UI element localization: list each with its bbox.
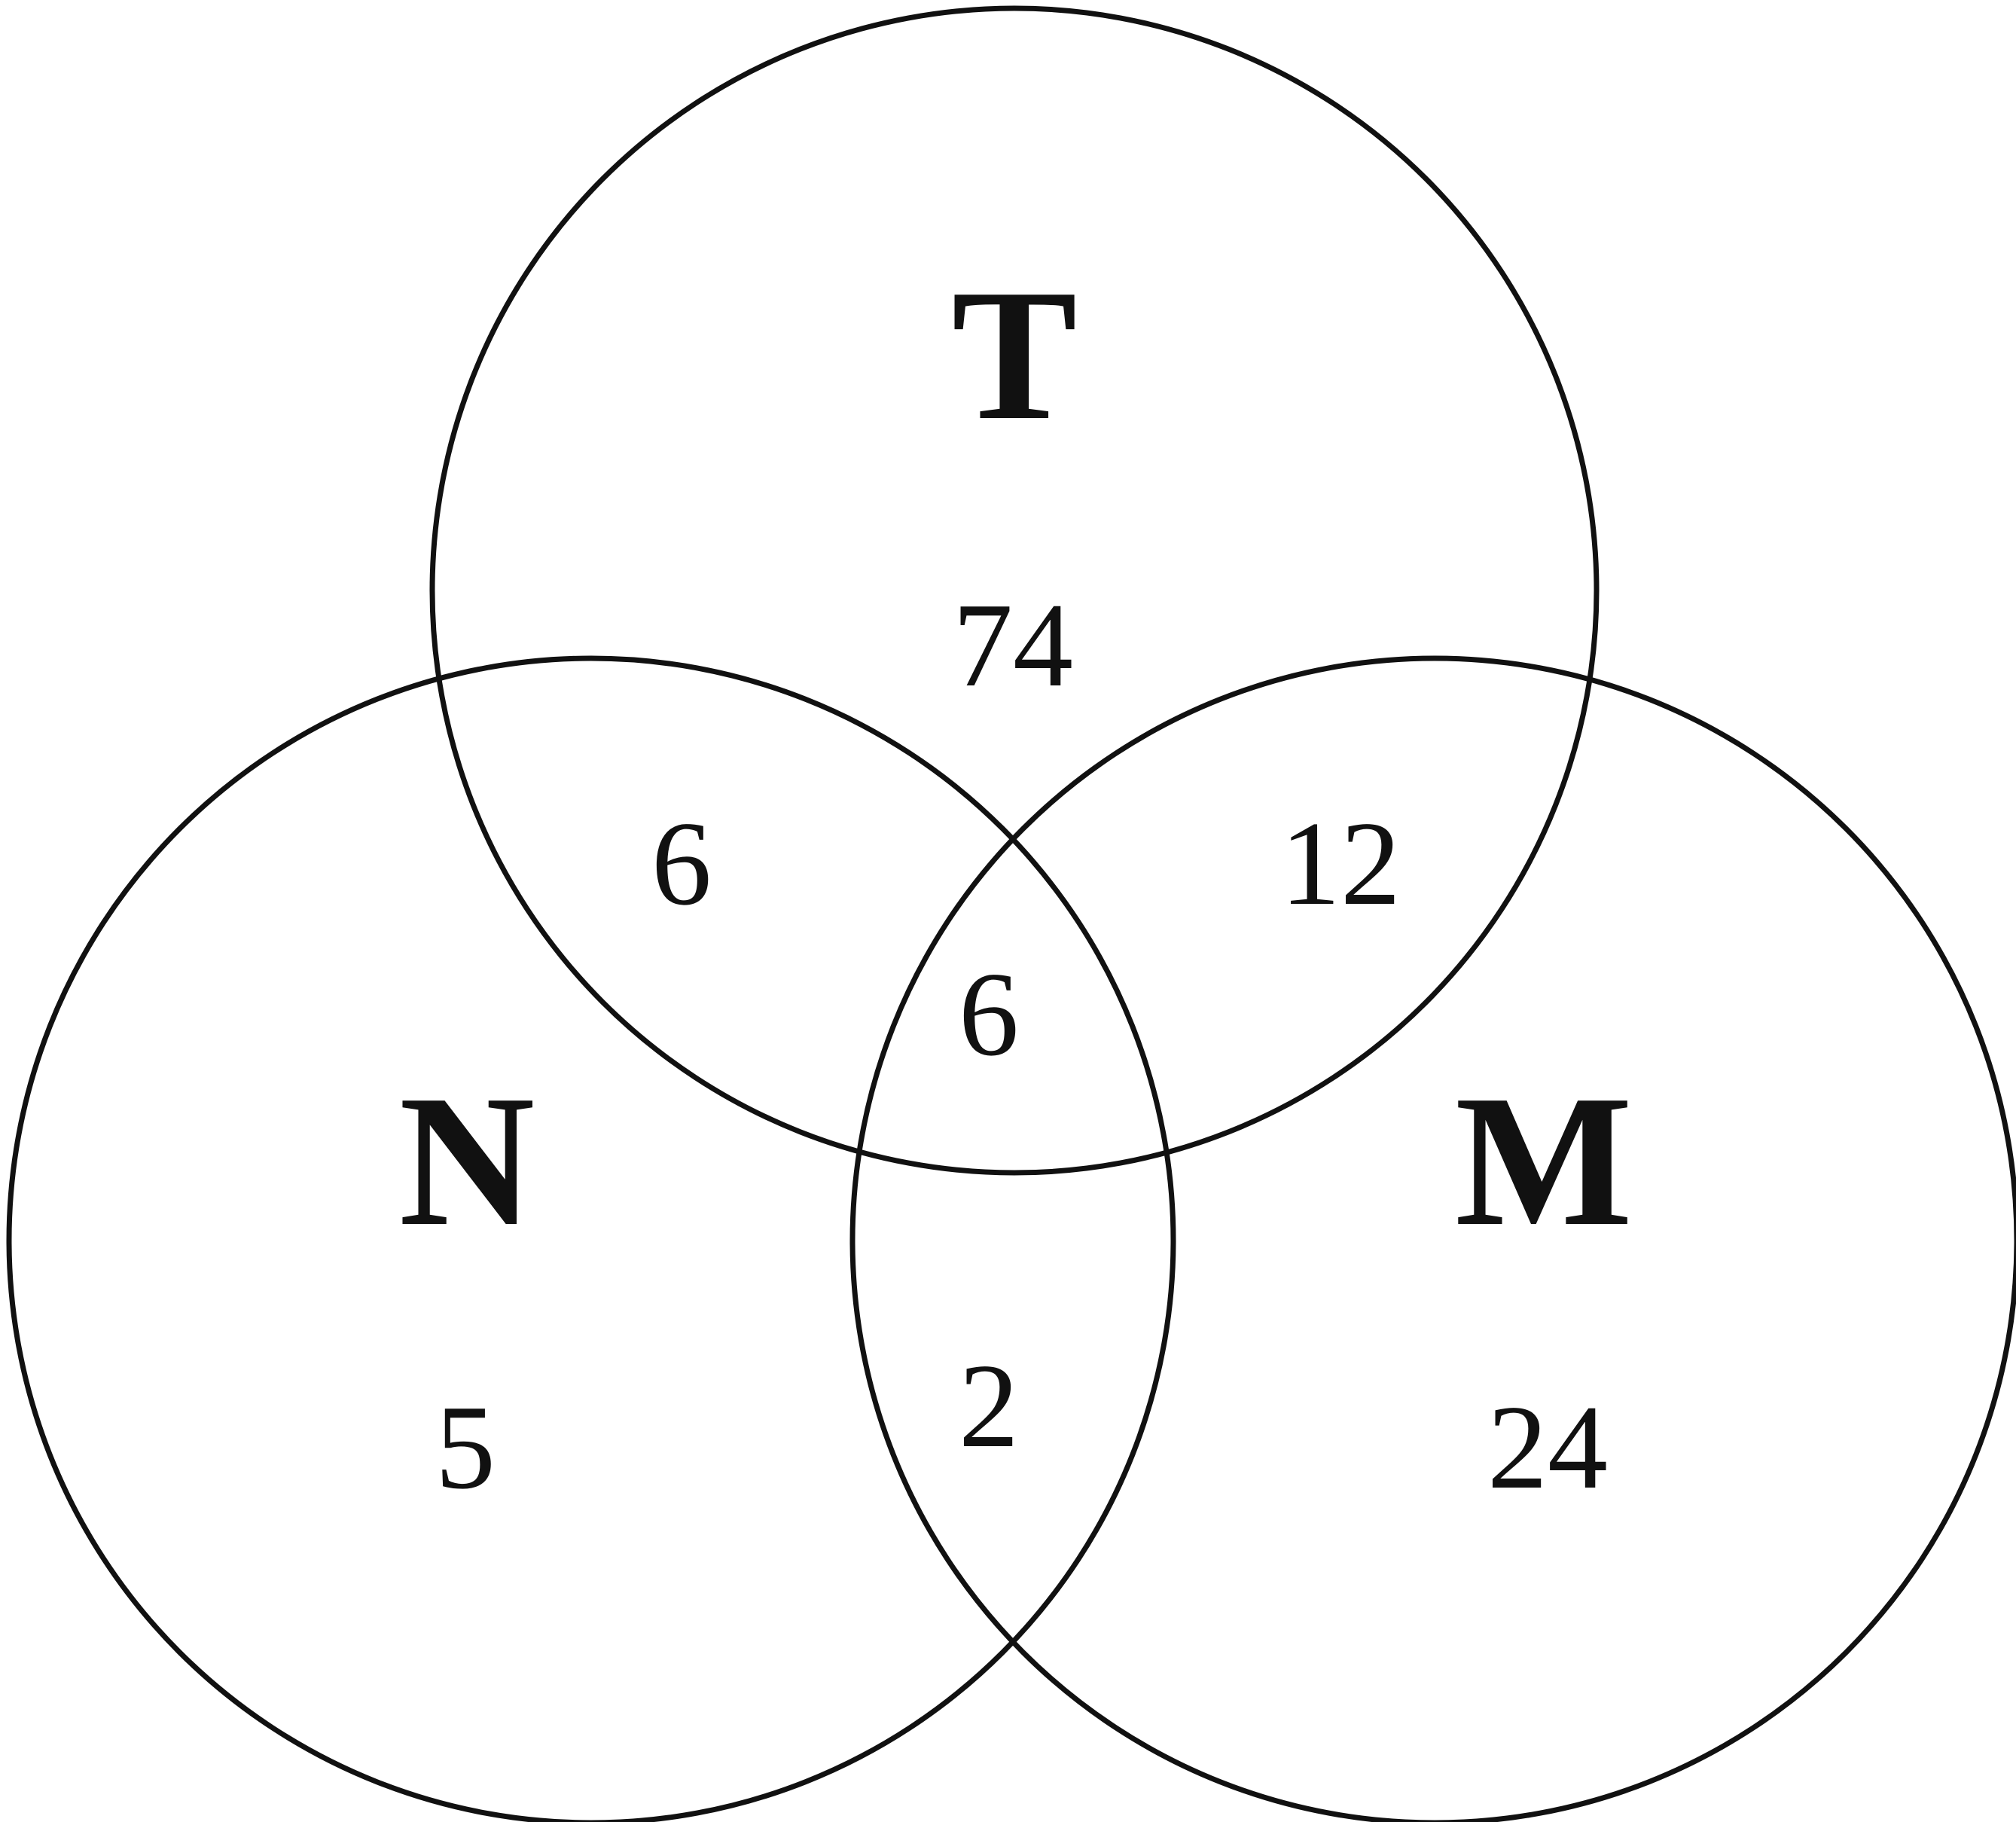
circle-n [6,655,1176,1822]
region-count-t-n: 6 [651,796,712,930]
region-count-n-m: 2 [959,1338,1019,1473]
region-count-n-only: 5 [435,1380,496,1514]
circle-t [429,5,1600,1176]
set-label-m: M [1455,1057,1633,1265]
set-label-n: N [399,1057,535,1265]
set-label-t: T [952,251,1078,459]
region-count-m-only: 24 [1487,1380,1608,1514]
region-count-t-n-m: 6 [959,947,1019,1081]
region-count-t-only: 74 [953,578,1073,712]
circle-m [849,655,2016,1822]
region-count-t-m: 12 [1280,796,1401,930]
